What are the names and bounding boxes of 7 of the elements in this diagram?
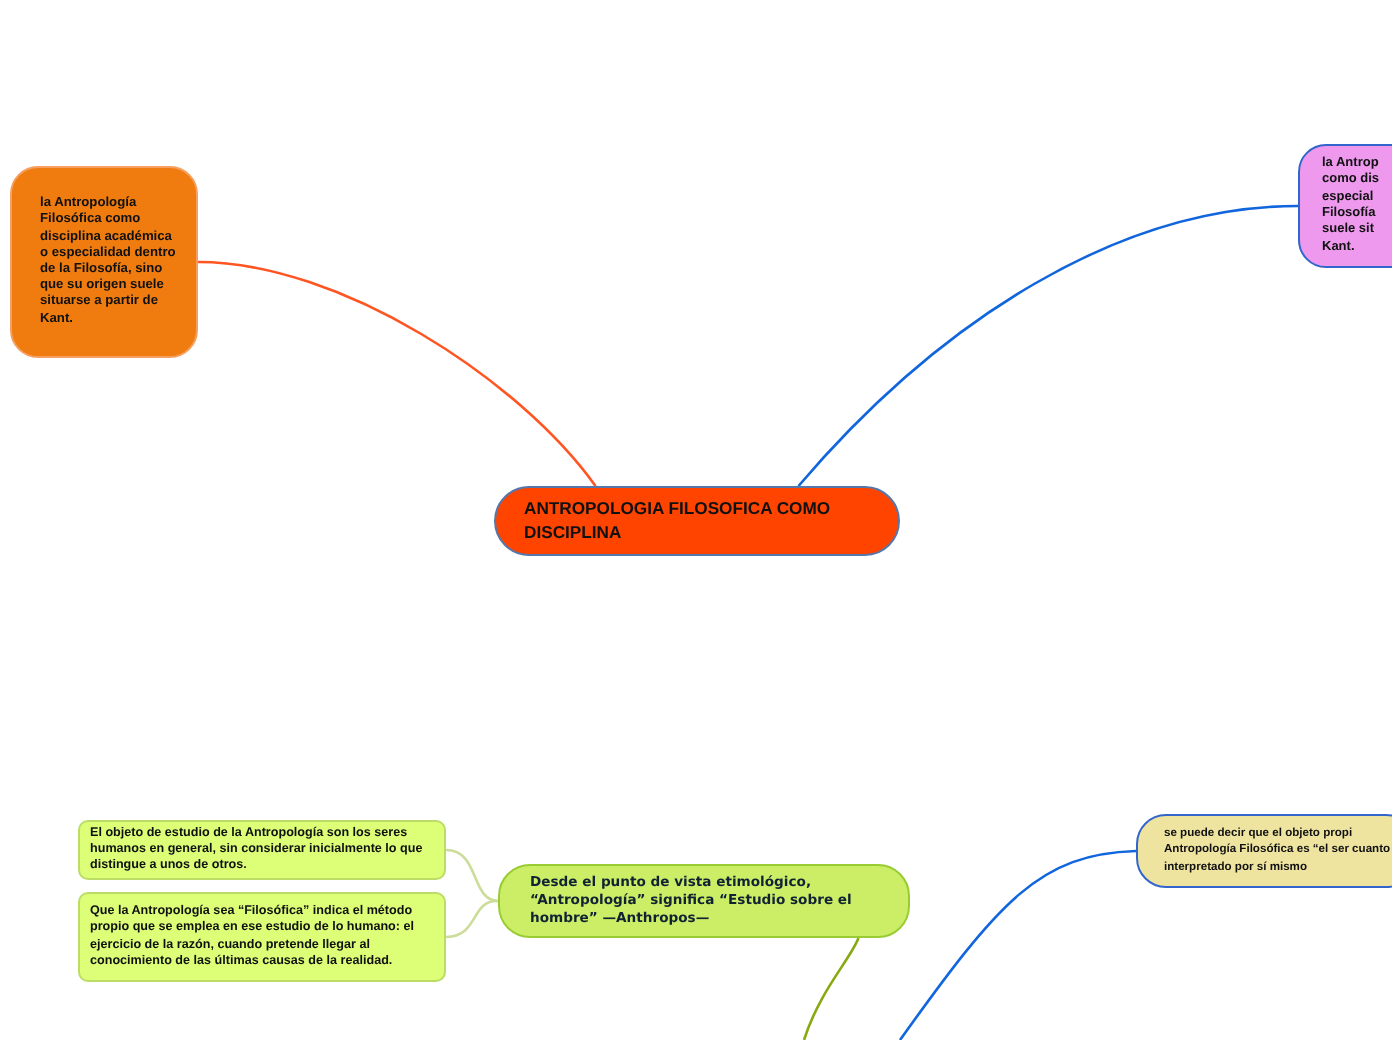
connector-line bbox=[797, 204, 1299, 487]
connector-line bbox=[445, 848, 499, 903]
connector-line bbox=[445, 899, 499, 939]
connector-line bbox=[898, 849, 1137, 1040]
connector-line bbox=[802, 937, 860, 1040]
topic-box: ANTROPOLOGIA FILOSOFICA COMO DISCIPLINA bbox=[494, 486, 900, 556]
connector-line bbox=[197, 260, 597, 487]
